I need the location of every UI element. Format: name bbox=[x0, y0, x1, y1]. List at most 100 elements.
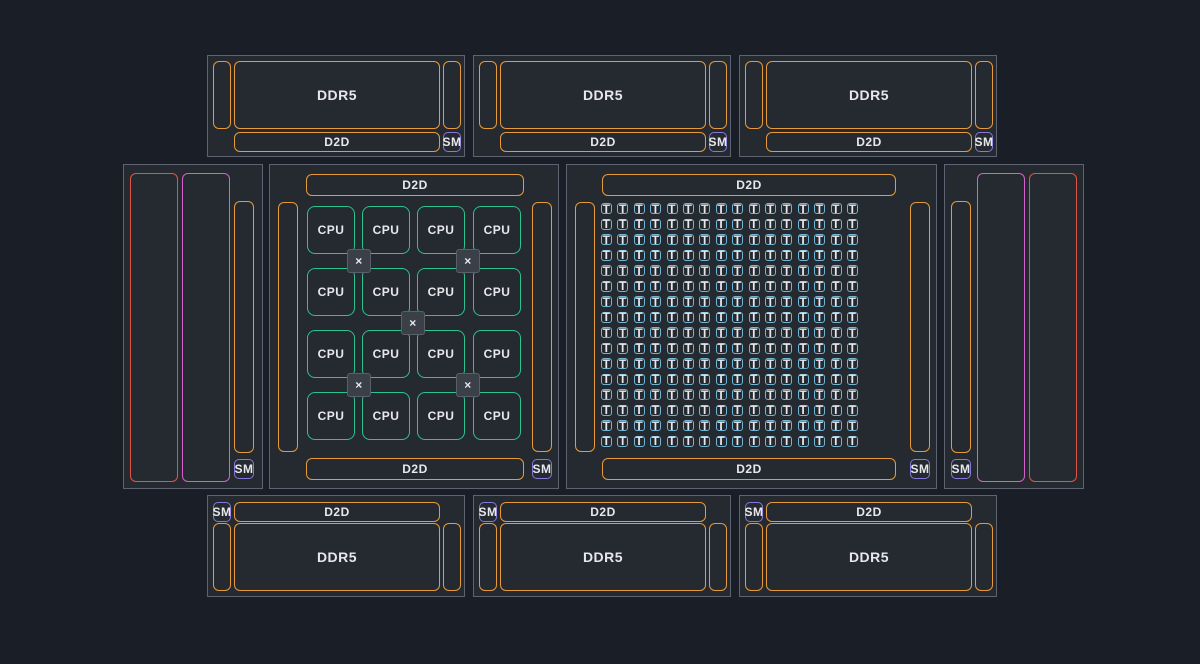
tensor-tile: T bbox=[683, 388, 694, 402]
tensor-tile-label: T bbox=[651, 341, 660, 355]
tensor-tile-label: T bbox=[651, 403, 660, 417]
tensor-tile: T bbox=[715, 217, 727, 231]
tensor-tile-label: T bbox=[684, 294, 693, 309]
d2d-link-horizontal: D2D bbox=[766, 502, 972, 522]
tensor-tile-label: T bbox=[635, 248, 644, 262]
tensor-tile: T bbox=[617, 388, 629, 402]
tensor-tile-label: T bbox=[602, 403, 611, 417]
tensor-tile-label: T bbox=[602, 217, 611, 231]
tensor-tile: T bbox=[650, 248, 662, 262]
tensor-tile: T bbox=[715, 341, 727, 355]
tensor-tile-label: T bbox=[684, 217, 693, 231]
cpu-label: CPU bbox=[317, 347, 345, 361]
cpu-label: CPU bbox=[372, 409, 400, 423]
d2d-link-horizontal: D2D bbox=[306, 174, 524, 196]
tensor-tile-label: T bbox=[799, 434, 808, 448]
tensor-tile-label: T bbox=[750, 232, 759, 247]
tensor-tile: T bbox=[814, 325, 826, 340]
tensor-tile-label: T bbox=[651, 217, 660, 231]
tensor-tile: T bbox=[683, 294, 694, 309]
tensor-tile-label: T bbox=[782, 217, 791, 231]
tensor-tile-label: T bbox=[782, 341, 791, 355]
tensor-tile-label: T bbox=[684, 232, 693, 247]
tensor-tile-label: T bbox=[782, 434, 791, 448]
tensor-tile-label: T bbox=[618, 263, 627, 278]
tensor-tile: T bbox=[781, 233, 793, 247]
d2d-link-vertical bbox=[213, 523, 231, 591]
tensor-tile: T bbox=[601, 403, 612, 417]
sm-block: SM bbox=[910, 459, 930, 479]
tensor-tile-label: T bbox=[750, 341, 759, 355]
tensor-tile-label: T bbox=[618, 325, 627, 340]
tensor-tile: T bbox=[797, 388, 809, 402]
d2d-link-vertical bbox=[745, 61, 763, 129]
tensor-tile-label: T bbox=[799, 403, 808, 417]
tensor-tile-label: T bbox=[635, 294, 644, 309]
tensor-tile: T bbox=[781, 217, 793, 231]
tensor-tile-label: T bbox=[750, 201, 759, 216]
tensor-tile: T bbox=[765, 434, 776, 448]
tensor-tile-label: T bbox=[717, 434, 726, 448]
tensor-tile: T bbox=[699, 388, 711, 402]
tensor-tile: T bbox=[699, 233, 711, 247]
tensor-tile-label: T bbox=[832, 310, 841, 324]
sm-label: SM bbox=[478, 505, 498, 519]
tensor-tile: T bbox=[830, 341, 842, 355]
tensor-tile: T bbox=[699, 434, 711, 448]
tensor-tile-label: T bbox=[635, 418, 644, 433]
tensor-tile: T bbox=[633, 294, 645, 309]
tensor-tile-label: T bbox=[668, 217, 677, 231]
tensor-tile-label: T bbox=[651, 434, 660, 448]
tensor-tile-label: T bbox=[684, 201, 693, 216]
ddr5-label: DDR5 bbox=[316, 549, 358, 565]
tensor-tile-label: T bbox=[635, 434, 644, 448]
cpu-core: CPU bbox=[417, 268, 465, 316]
tensor-tile: T bbox=[699, 248, 711, 262]
tensor-tile-label: T bbox=[733, 403, 742, 417]
d2d-link-vertical bbox=[443, 61, 461, 129]
sm-block: SM bbox=[443, 132, 461, 152]
tensor-tile: T bbox=[765, 217, 776, 231]
tensor-tile-label: T bbox=[750, 356, 759, 371]
tensor-tile-label: T bbox=[815, 310, 824, 324]
tensor-tile: T bbox=[699, 419, 711, 433]
tensor-tile: T bbox=[765, 295, 776, 309]
cpu-core: CPU bbox=[362, 268, 410, 316]
tensor-tile-label: T bbox=[782, 248, 791, 262]
tensor-tile-label: T bbox=[651, 279, 660, 293]
tensor-tile: T bbox=[617, 341, 629, 355]
tensor-tile-label: T bbox=[717, 263, 726, 278]
tensor-tile-label: T bbox=[815, 418, 824, 433]
tensor-tile-label: T bbox=[832, 263, 841, 278]
tensor-tile-label: T bbox=[668, 263, 677, 278]
tensor-tile-label: T bbox=[799, 263, 808, 278]
tensor-tile-label: T bbox=[700, 294, 709, 309]
d2d-link-horizontal: D2D bbox=[500, 502, 706, 522]
tensor-tile: T bbox=[715, 403, 727, 417]
tensor-tile-label: T bbox=[848, 325, 857, 340]
tensor-tile: T bbox=[699, 372, 711, 386]
tensor-tile-label: T bbox=[668, 356, 677, 371]
tensor-tile-label: T bbox=[848, 310, 857, 324]
tensor-tile-label: T bbox=[668, 279, 677, 293]
tensor-tile: T bbox=[748, 264, 760, 278]
tensor-tile: T bbox=[666, 388, 678, 402]
sm-label: SM bbox=[951, 462, 971, 476]
d2d-link-horizontal: D2D bbox=[234, 502, 440, 522]
tensor-tile-label: T bbox=[733, 418, 742, 433]
tensor-tile-label: T bbox=[799, 294, 808, 309]
tensor-tile-label: T bbox=[848, 372, 857, 386]
tensor-tile: T bbox=[699, 279, 711, 293]
tensor-tile-label: T bbox=[733, 201, 742, 216]
tensor-tile-label: T bbox=[766, 201, 775, 216]
tensor-tile: T bbox=[748, 201, 760, 216]
tensor-tile: T bbox=[732, 279, 744, 293]
tensor-tile: T bbox=[666, 202, 678, 216]
tensor-tile-label: T bbox=[668, 403, 677, 417]
ethernet-block bbox=[130, 173, 178, 482]
tensor-tile-label: T bbox=[815, 325, 824, 340]
tensor-tile: T bbox=[748, 388, 760, 402]
tensor-tile: T bbox=[748, 341, 760, 355]
